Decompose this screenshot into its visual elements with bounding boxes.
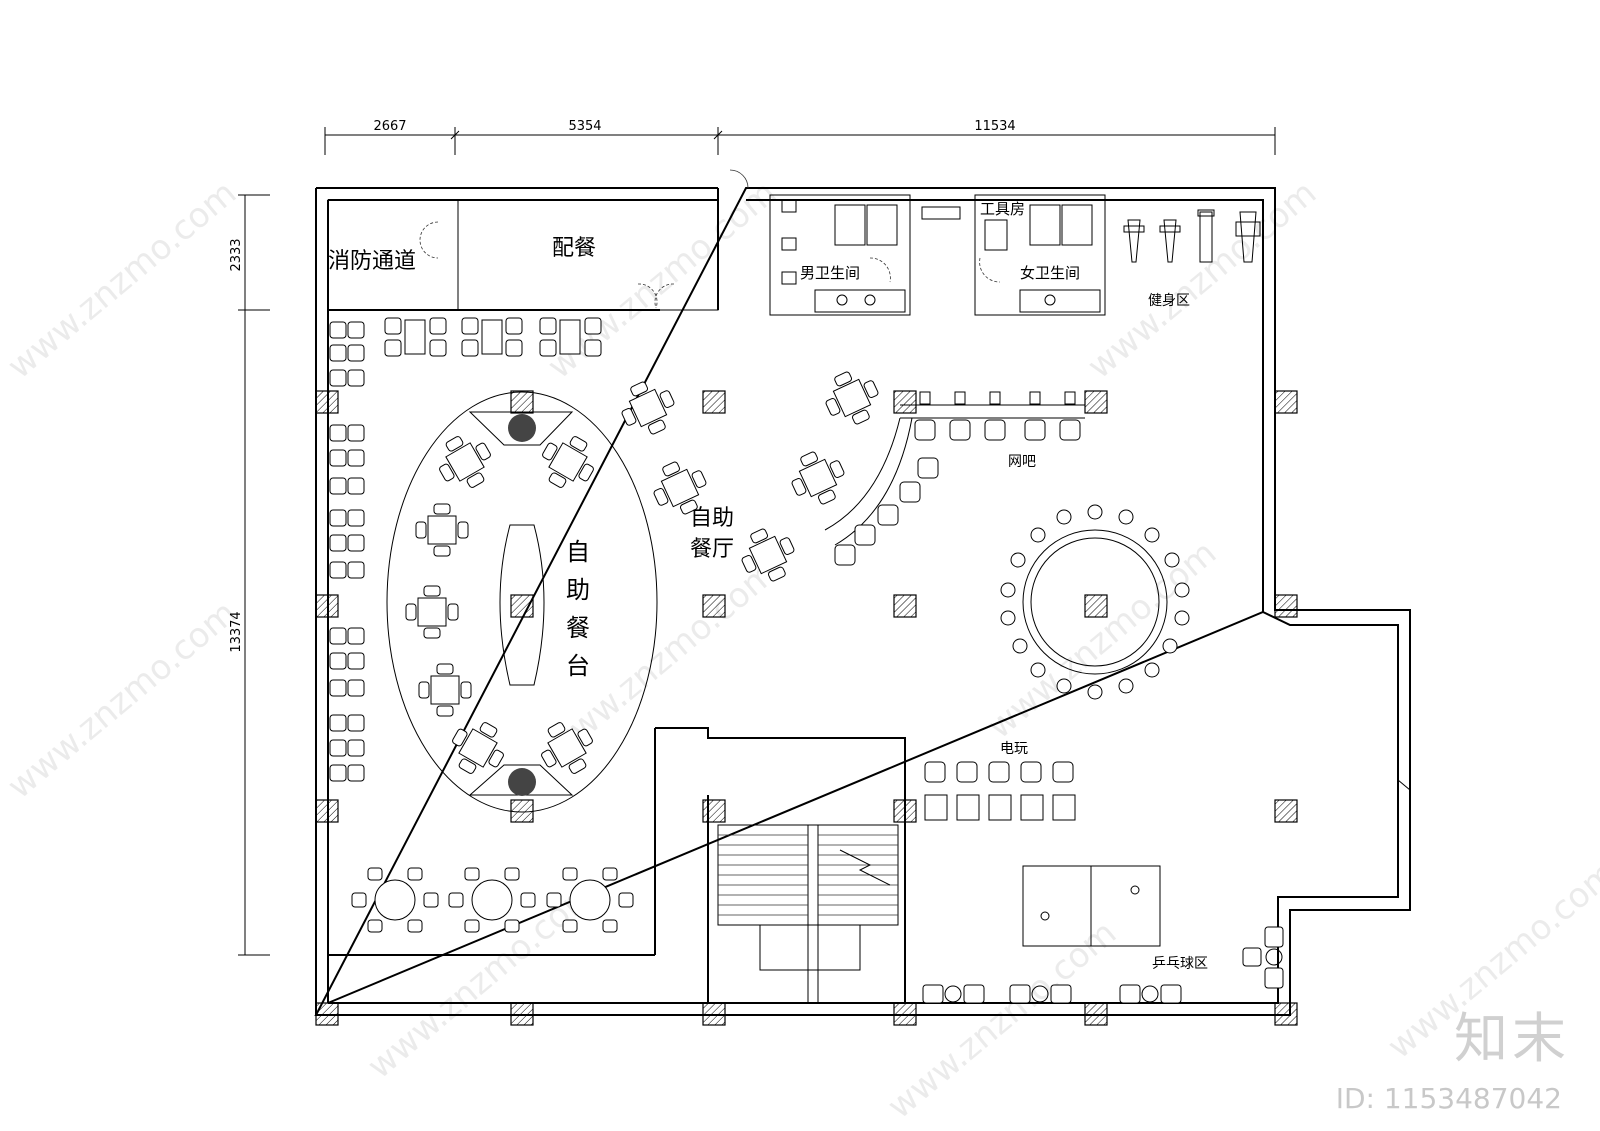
dimension-top: 2667 5354 11534 (324, 119, 1276, 155)
arcade-machines (924, 761, 1076, 821)
label-serving: 配餐 (552, 236, 596, 261)
watermark-text: www.znzmo.com (540, 173, 784, 387)
label-gym: 健身区 (1148, 293, 1190, 309)
label-tool-room: 工具房 (980, 200, 1025, 218)
dimension-label: 5354 (568, 119, 601, 134)
watermark-image-id: ID: 1153487042 (1335, 1082, 1562, 1115)
room-labels: 消防通道 配餐 男卫生间 工具房 女卫生间 健身区 网吧 自助 餐厅 自 助 餐… (328, 200, 1208, 972)
staircase (717, 824, 899, 1003)
label-buffet-restaurant: 餐厅 (690, 537, 734, 562)
label-buffet-counter: 助 (566, 576, 590, 604)
dimension-left: 2333 13374 (229, 194, 270, 956)
columns (315, 390, 1298, 1026)
label-buffet-counter: 台 (566, 652, 590, 680)
dining-tables (405, 371, 879, 774)
round-tables (351, 867, 634, 933)
watermark-text: www.znzmo.com (1080, 173, 1324, 387)
lounge-seating (922, 926, 1284, 1004)
dimension-label: 2333 (229, 238, 244, 271)
label-fire-passage: 消防通道 (328, 249, 416, 274)
label-mens-restroom: 男卫生间 (800, 264, 860, 282)
label-arcade: 电玩 (1000, 741, 1028, 757)
label-buffet-restaurant: 自助 (690, 506, 734, 531)
label-buffet-counter: 自 (566, 538, 590, 566)
buffet-oval (386, 391, 658, 813)
dimension-label: 11534 (974, 119, 1015, 134)
watermark-text: www.znzmo.com (0, 173, 244, 387)
label-ping-pong: 乒乓球区 (1152, 956, 1208, 972)
large-round-table (1000, 504, 1190, 700)
left-booths (329, 321, 365, 782)
dimension-label: 13374 (229, 611, 244, 652)
watermark-text: www.znzmo.com (0, 593, 244, 807)
doors (419, 169, 1001, 309)
gym-equipment (1123, 209, 1261, 263)
watermark-brand: 知末 (1454, 1007, 1570, 1070)
ping-pong-table (1022, 865, 1161, 947)
partitions (327, 188, 1106, 1003)
top-booths (384, 317, 602, 357)
dimension-label: 2667 (373, 119, 406, 134)
label-womens-restroom: 女卫生间 (1020, 264, 1080, 282)
internet-cafe (824, 391, 1085, 566)
label-buffet-counter: 餐 (566, 614, 590, 642)
label-internet-cafe: 网吧 (1008, 454, 1036, 470)
restroom-fixtures (781, 199, 1101, 313)
